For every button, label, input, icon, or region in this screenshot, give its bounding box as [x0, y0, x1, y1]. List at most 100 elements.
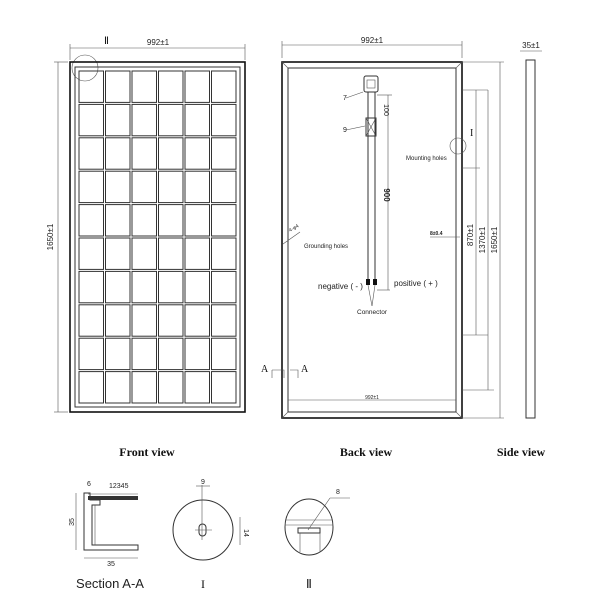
solar-cell: [105, 170, 131, 204]
item-7-label: 7: [343, 95, 347, 102]
layers-label: 12345: [109, 483, 129, 490]
front-width-dim: 992±1: [147, 38, 170, 47]
solar-cell: [131, 270, 157, 304]
solar-cell: [158, 103, 184, 137]
dim-100: 100: [382, 104, 389, 116]
cell-grid: [78, 70, 237, 404]
detail-ii-label: Ⅱ: [306, 577, 312, 591]
section-mark-left: A: [261, 364, 269, 375]
solar-cell: [131, 337, 157, 371]
side-thickness-dim: 35±1: [522, 41, 540, 50]
solar-cell: [211, 270, 237, 304]
solar-cell: [158, 237, 184, 270]
connector-label: Connector: [357, 309, 388, 316]
solar-cell: [211, 204, 237, 237]
dim-1650: 1650±1: [490, 226, 499, 253]
solar-cell: [211, 237, 237, 270]
solar-cell: [105, 304, 131, 337]
solar-cell: [78, 304, 104, 337]
back-view-label: Back view: [340, 445, 393, 459]
dim-870: 870±1: [466, 223, 475, 246]
solar-cell: [211, 304, 237, 337]
solar-cell: [158, 70, 184, 103]
solar-cell: [78, 337, 104, 371]
dim-9: 9: [201, 479, 205, 486]
section-mark-right: A: [301, 364, 309, 375]
solar-cell: [105, 137, 131, 170]
solar-cell: [131, 237, 157, 270]
solar-cell: [184, 304, 210, 337]
item-6-label: 6: [87, 481, 91, 488]
solar-cell: [105, 337, 131, 371]
section-height-dim: 35: [69, 518, 76, 526]
solar-cell: [158, 304, 184, 337]
solar-cell: [105, 103, 131, 137]
solar-cell: [78, 137, 104, 170]
solar-cell: [131, 304, 157, 337]
back-detail-ref: I: [470, 128, 473, 139]
section-a-a: 6 12345 35 35 Section A-A: [69, 481, 144, 591]
mounting-hole-circle: [449, 137, 467, 155]
dim-14: 14: [242, 529, 249, 537]
solar-cell: [184, 270, 210, 304]
front-detail-ref: Ⅱ: [104, 36, 109, 47]
solar-cell: [211, 337, 237, 371]
detail-circle: [71, 54, 99, 82]
back-frame: [281, 61, 463, 419]
back-view: 992±1 7 9 100 900 negative ( - ) positiv…: [261, 36, 504, 459]
grounding-dim: 4-φ4: [288, 223, 300, 234]
solar-cell: [78, 204, 104, 237]
solar-cell: [158, 270, 184, 304]
solar-cell: [105, 270, 131, 304]
solar-cell: [131, 371, 157, 404]
solar-cell: [105, 70, 131, 103]
detail-i: 9 14 I: [172, 479, 249, 591]
solar-cell: [131, 170, 157, 204]
solar-cell: [158, 337, 184, 371]
solar-cell: [131, 70, 157, 103]
solar-cell: [211, 70, 237, 103]
dim-900: 900: [382, 188, 391, 202]
solar-cell: [184, 137, 210, 170]
item-9-label: 9: [343, 127, 347, 134]
inner-width-dim: 992±1: [365, 395, 379, 401]
solar-cell: [211, 103, 237, 137]
solar-cell: [131, 137, 157, 170]
solar-cell: [78, 237, 104, 270]
side-frame: [525, 59, 536, 419]
solar-cell: [211, 170, 237, 204]
solar-cell: [158, 170, 184, 204]
solar-cell: [78, 371, 104, 404]
solar-cell: [184, 371, 210, 404]
solar-cell: [105, 237, 131, 270]
hole-dim: 8±0.4: [430, 231, 443, 237]
solar-cell: [184, 170, 210, 204]
section-width-dim: 35: [107, 561, 115, 568]
side-view: 35±1 Side view: [497, 41, 546, 459]
solar-cell: [211, 137, 237, 170]
solar-cell: [78, 70, 104, 103]
solar-cell: [158, 204, 184, 237]
detail-ii: 8 Ⅱ: [284, 489, 350, 591]
front-view-label: Front view: [119, 445, 175, 459]
bypass-diode: [365, 117, 377, 137]
solar-cell: [78, 170, 104, 204]
front-view: 992±1 Ⅱ 1650±1 Front view: [46, 36, 246, 459]
solar-cell: [131, 103, 157, 137]
solar-cell: [184, 103, 210, 137]
dim-1370: 1370±1: [478, 226, 487, 253]
solar-cell: [105, 204, 131, 237]
section-label: Section A-A: [76, 576, 144, 591]
solar-cell: [184, 70, 210, 103]
negative-label: negative ( - ): [318, 282, 363, 291]
solar-cell: [131, 204, 157, 237]
side-view-label: Side view: [497, 445, 546, 459]
grounding-holes-label: Grounding holes: [304, 244, 348, 250]
solar-cell: [184, 204, 210, 237]
solar-cell: [158, 371, 184, 404]
solar-cell: [78, 103, 104, 137]
detail-i-label: I: [201, 577, 205, 591]
front-frame: [69, 61, 246, 413]
front-height-dim: 1650±1: [46, 223, 55, 250]
